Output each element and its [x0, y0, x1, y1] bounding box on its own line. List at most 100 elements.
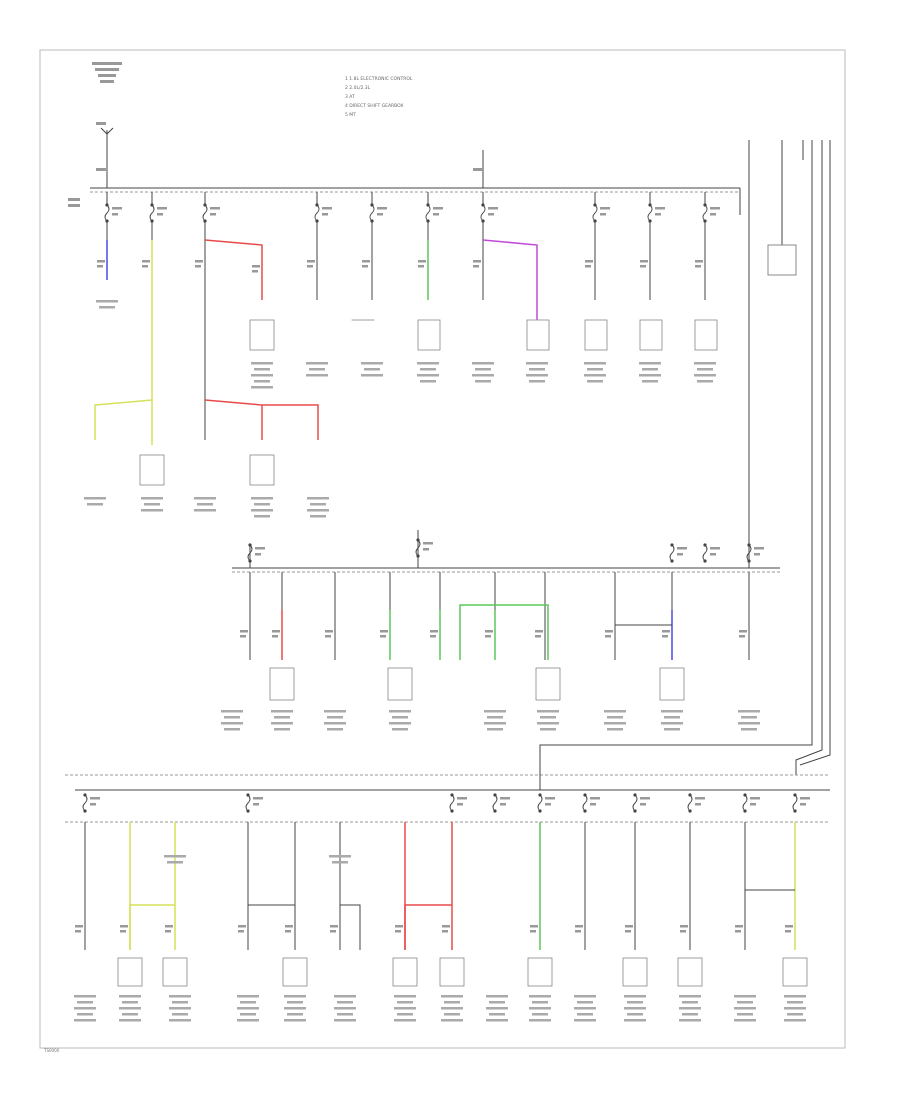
component-label	[251, 374, 273, 377]
component-label	[540, 728, 556, 731]
fuse-label	[750, 797, 760, 800]
top-feed-text	[68, 62, 483, 207]
fuse-symbol	[582, 794, 588, 812]
component-label	[529, 1007, 551, 1010]
pin-label	[142, 265, 148, 268]
fuse-label	[590, 797, 600, 800]
component-label	[389, 710, 411, 713]
fuse-label	[754, 553, 760, 556]
component-label	[574, 1007, 596, 1010]
pin-label	[272, 630, 280, 633]
component-label	[397, 1013, 413, 1016]
component-label	[486, 1007, 508, 1010]
fuse-label	[253, 803, 259, 806]
pin-label	[238, 930, 244, 933]
component-label	[489, 1013, 505, 1016]
wire	[482, 239, 538, 320]
fuse-symbol	[669, 544, 675, 562]
component-label	[486, 1019, 508, 1022]
pin-label	[395, 925, 403, 928]
pin-label	[97, 260, 105, 263]
fuse-terminal	[743, 809, 747, 813]
legend-line: 5 MT	[345, 112, 356, 118]
component-label	[74, 1019, 96, 1022]
fuse-symbol	[537, 794, 543, 812]
fuse-label	[710, 547, 720, 550]
component-label	[164, 855, 186, 858]
component-label	[74, 995, 96, 998]
wire	[459, 604, 549, 660]
component-label	[172, 1001, 188, 1004]
fuse-label	[590, 803, 596, 806]
fuse-symbol	[149, 204, 155, 222]
pin-label	[330, 930, 336, 933]
component-label	[307, 509, 329, 512]
component-label	[624, 995, 646, 998]
pin-label	[252, 265, 260, 268]
pin-label	[535, 635, 541, 638]
fuse-symbol	[792, 794, 798, 812]
component-label	[604, 722, 626, 725]
fuse-label	[600, 207, 610, 210]
pin-label	[473, 265, 479, 268]
legend-line: 4 DIRECT SHIFT GEARBOX	[345, 103, 404, 109]
fuse-label	[710, 213, 716, 216]
fuse-label	[500, 797, 510, 800]
component-label	[529, 380, 545, 383]
component-label	[254, 515, 270, 518]
wire	[744, 889, 795, 950]
fuse-terminal	[248, 559, 252, 563]
component-label	[392, 728, 408, 731]
component-label	[417, 374, 439, 377]
component-label	[237, 1019, 259, 1022]
fuse-terminal	[493, 809, 497, 813]
fuse-label	[545, 797, 555, 800]
component-label	[417, 362, 439, 365]
pin-label	[75, 925, 83, 928]
component-box	[417, 319, 441, 351]
component-label	[271, 722, 293, 725]
component-label	[697, 368, 713, 371]
component-label	[169, 1007, 191, 1010]
component-box	[249, 319, 275, 351]
component-label	[274, 728, 290, 731]
pin-label	[485, 630, 493, 633]
fuse-label	[695, 797, 705, 800]
component-label	[394, 1007, 416, 1010]
fuse-label	[90, 797, 100, 800]
pin-label	[735, 930, 741, 933]
component-box	[535, 667, 561, 701]
component-label	[784, 1007, 806, 1010]
pin-label	[307, 260, 315, 263]
component-label	[679, 1007, 701, 1010]
component-label	[287, 1013, 303, 1016]
component-label	[484, 710, 506, 713]
component-label	[87, 503, 103, 506]
fuse-label	[253, 797, 263, 800]
pin-label	[142, 260, 150, 263]
fuse-label	[800, 803, 806, 806]
component-label	[392, 716, 408, 719]
component-label	[604, 710, 626, 713]
fuse-terminal	[246, 809, 250, 813]
fuse-symbol	[449, 794, 455, 812]
component-label	[144, 503, 160, 506]
legend-line: 1 1.8L ELECTRONIC CONTROL	[345, 76, 413, 82]
component-label	[529, 1019, 551, 1022]
pin-label	[662, 630, 670, 633]
fuse-label	[423, 548, 429, 551]
component-label	[329, 855, 351, 858]
component-label	[251, 386, 273, 389]
component-label	[642, 368, 658, 371]
pin-label	[430, 635, 436, 638]
component-box	[249, 454, 275, 486]
fuse-terminal	[633, 809, 637, 813]
pin-label	[640, 265, 646, 268]
component-label	[240, 1013, 256, 1016]
component-label	[237, 1007, 259, 1010]
fuse-label	[750, 803, 756, 806]
component-label	[74, 1007, 96, 1010]
fuse-symbol	[247, 544, 253, 562]
component-label	[306, 374, 328, 377]
fuse-label	[157, 207, 167, 210]
